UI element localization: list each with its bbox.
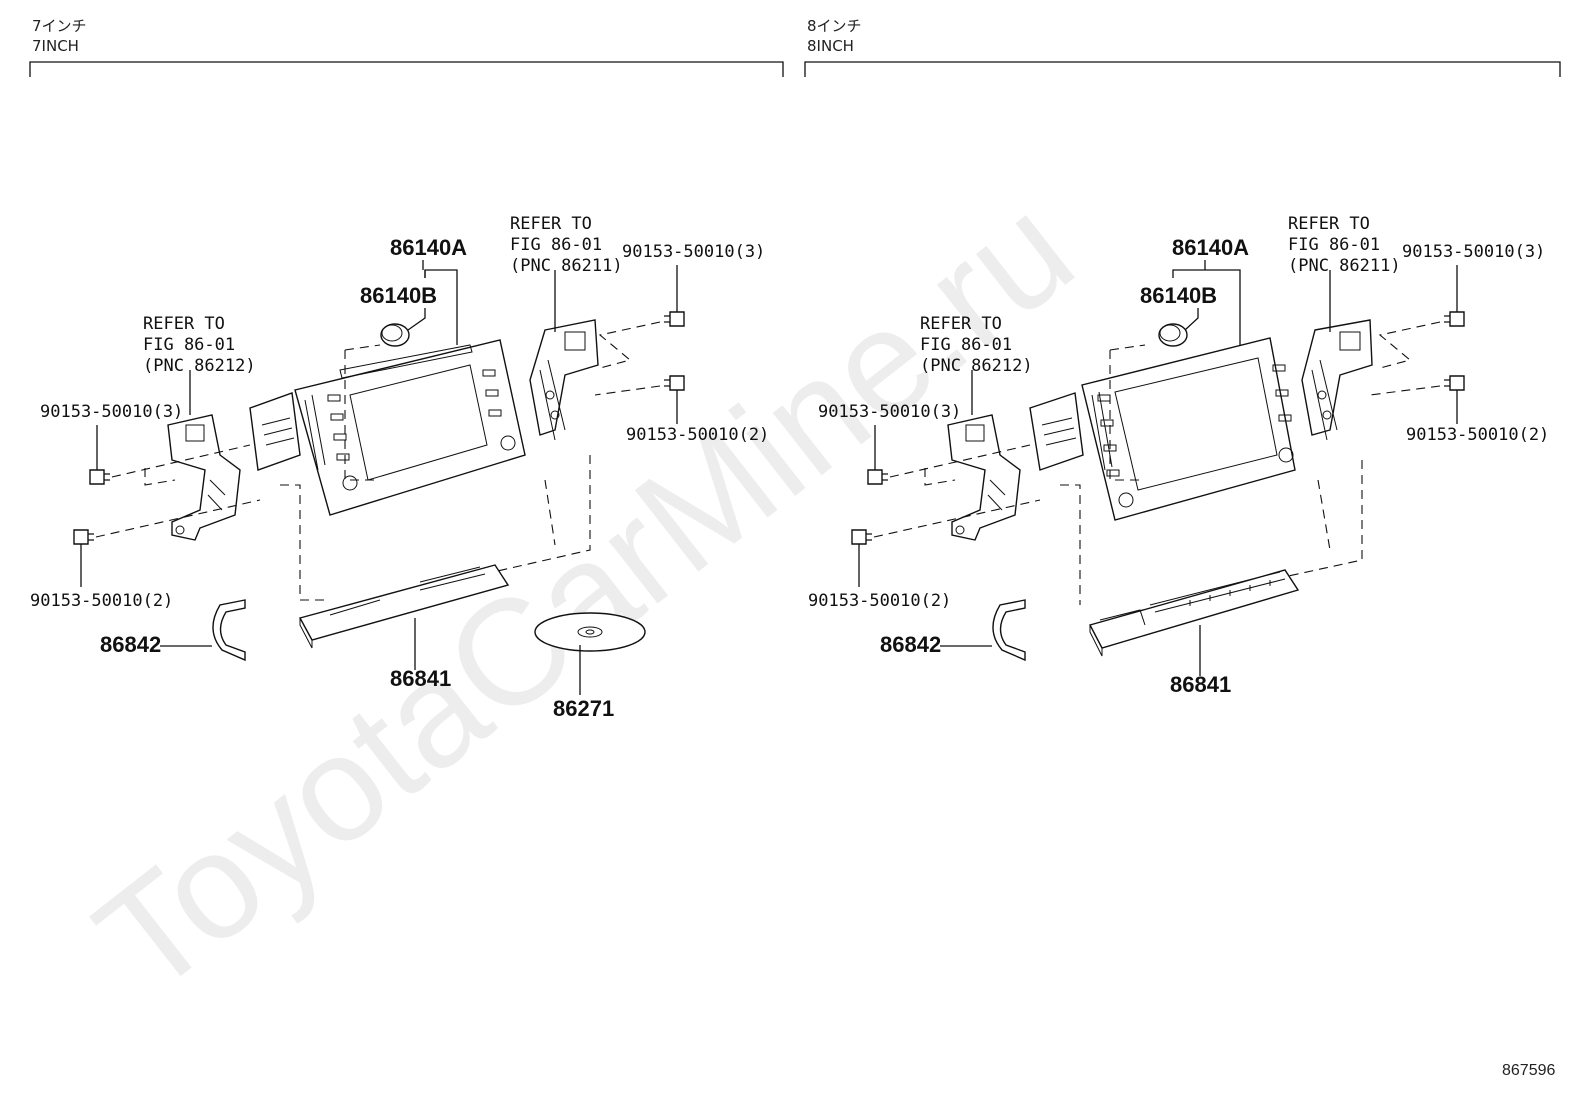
header-right-en: 8INCH (807, 37, 854, 55)
refer-left-line3: (PNC 86212) (143, 356, 256, 376)
refer-right-line1: REFER TO (510, 214, 592, 234)
header-left-jp: 7インチ (32, 17, 87, 35)
panel-7inch: 86140A 86140B (30, 214, 769, 721)
disc-86271 (534, 612, 646, 652)
panel-8inch: 86140A 86140B (808, 214, 1549, 697)
label-86841: 86841 (390, 666, 451, 691)
refer-left-line1: REFER TO (143, 314, 225, 334)
label-86140B-8: 86140B (1140, 283, 1217, 308)
clip-86842-8 (992, 599, 1026, 662)
rear-bracket-8 (1029, 392, 1084, 471)
refer-left-8-line1: REFER TO (920, 314, 1002, 334)
bolt-right-top-8-label: 90153-50010(3) (1402, 242, 1545, 262)
bolt-right-top-8-icon (1444, 311, 1465, 327)
header-left: 7インチ 7INCH (29, 17, 784, 77)
header-left-bracket (29, 61, 784, 77)
label-86140B: 86140B (360, 283, 437, 308)
label-86841-8: 86841 (1170, 672, 1231, 697)
refer-right-line3: (PNC 86211) (510, 256, 623, 276)
label-86842-8: 86842 (880, 632, 941, 657)
bolt-left-bottom-label: 90153-50010(2) (30, 591, 173, 611)
bolt-left-top-8-icon (867, 469, 888, 485)
header-right: 8インチ 8INCH (804, 17, 1561, 77)
bracket-right-86211 (529, 319, 599, 441)
header-left-en: 7INCH (32, 37, 79, 55)
rear-bracket (249, 392, 301, 471)
refer-right-8-line1: REFER TO (1288, 214, 1370, 234)
clip-86842 (212, 599, 246, 662)
label-86842: 86842 (100, 632, 161, 657)
module-86841 (298, 564, 510, 649)
bolt-left-bottom-icon (73, 529, 94, 545)
leader-86140A-8 (1172, 260, 1241, 345)
refer-left-line2: FIG 86-01 (143, 335, 235, 355)
bolt-right-top-icon (664, 311, 685, 327)
bracket-left-86212 (167, 414, 241, 541)
bolt-left-top-icon (89, 469, 110, 485)
refer-left-8-line3: (PNC 86212) (920, 356, 1033, 376)
label-86271: 86271 (553, 696, 614, 721)
bolt-left-bottom-8-label: 90153-50010(2) (808, 591, 951, 611)
bolt-left-bottom-8-icon (851, 529, 872, 545)
bracket-left-86212-8 (947, 414, 1021, 541)
header-right-bracket (804, 61, 1561, 77)
module-86841-8 (1088, 569, 1300, 657)
diagram-code: 867596 (1502, 1062, 1555, 1079)
bolt-left-top-label: 90153-50010(3) (40, 402, 183, 422)
refer-right-line2: FIG 86-01 (510, 235, 602, 255)
bracket-right-86211-8 (1301, 319, 1373, 441)
bolt-right-mid-icon (664, 375, 685, 391)
refer-left-8-line2: FIG 86-01 (920, 335, 1012, 355)
bolt-right-mid-8-label: 90153-50010(2) (1406, 425, 1549, 445)
header-right-jp: 8インチ (807, 17, 862, 35)
display-unit-86140A-8 (1081, 337, 1296, 521)
label-86140A-8: 86140A (1172, 235, 1249, 260)
refer-right-8-line2: FIG 86-01 (1288, 235, 1380, 255)
label-86140A: 86140A (390, 235, 467, 260)
display-unit-86140A (294, 339, 526, 516)
bolt-right-top-label: 90153-50010(3) (622, 242, 765, 262)
bolt-right-mid-8-icon (1444, 375, 1465, 391)
refer-right-8-line3: (PNC 86211) (1288, 256, 1401, 276)
bolt-left-top-8-label: 90153-50010(3) (818, 402, 961, 422)
bolt-right-mid-label: 90153-50010(2) (626, 425, 769, 445)
